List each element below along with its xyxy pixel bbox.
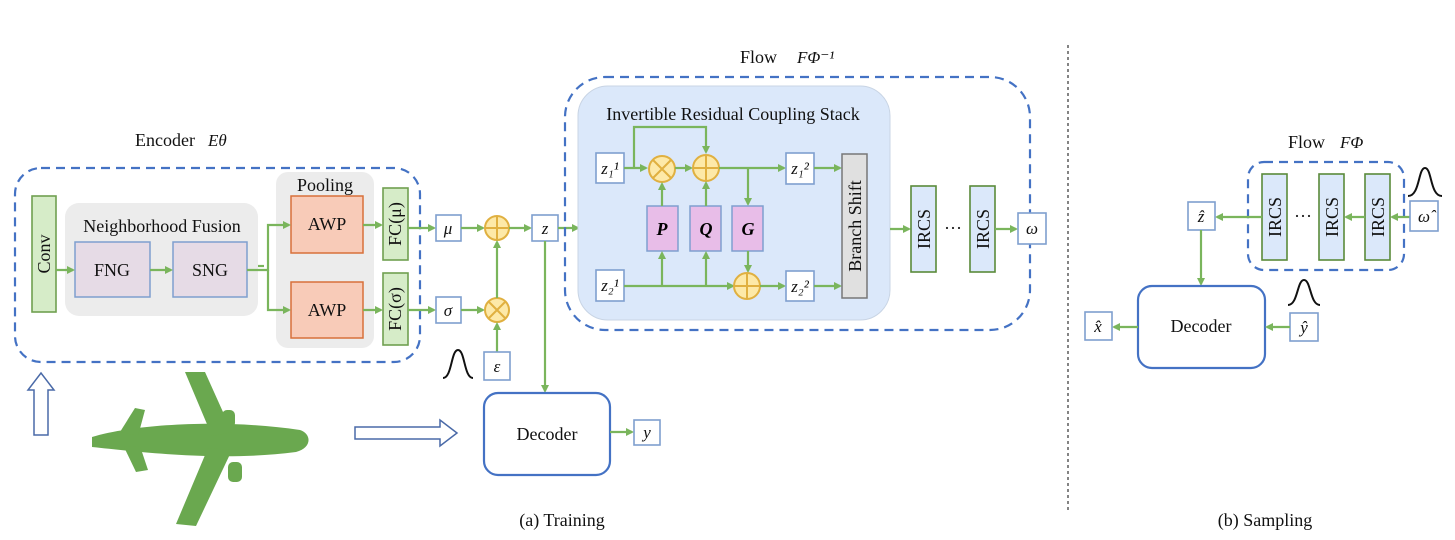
g-label: G xyxy=(742,219,755,239)
awp-bottom xyxy=(290,281,364,339)
omega-box xyxy=(1017,212,1047,245)
awp-bottom-label: AWP xyxy=(308,300,347,320)
y-hat-label: ŷ xyxy=(1298,318,1308,337)
sigma-box xyxy=(435,296,462,324)
z12-label: z₁² xyxy=(790,159,810,178)
ircs-label: IRCS xyxy=(914,209,934,249)
ircs-block xyxy=(1364,173,1391,261)
y-box xyxy=(633,419,661,446)
sng-block xyxy=(172,241,248,298)
z-hat-box xyxy=(1187,201,1216,231)
sampling-flow-symbol: FΦ xyxy=(1339,133,1363,152)
fusion-title: Neighborhood Fusion xyxy=(83,216,241,236)
q-label: Q xyxy=(700,219,713,239)
gaussian-icon xyxy=(442,348,474,379)
mu-box xyxy=(435,214,462,242)
pooling-title: Pooling xyxy=(297,175,353,195)
awp-top xyxy=(290,195,364,254)
sng-label: SNG xyxy=(192,260,228,280)
y-label: y xyxy=(641,423,651,442)
z21-box xyxy=(595,269,625,302)
branch-shift-block xyxy=(841,153,868,299)
right-arrow-icon xyxy=(354,418,459,448)
multiply-operator-icon xyxy=(648,155,676,183)
epsilon-box xyxy=(483,351,511,381)
fc-mu-label: FC(μ) xyxy=(385,202,406,246)
z-label: z xyxy=(541,219,549,238)
z22-label: z₂² xyxy=(790,277,810,296)
awp-top-label: AWP xyxy=(308,214,347,234)
flow-title: Flow xyxy=(740,47,777,67)
g-block xyxy=(731,205,764,252)
y-hat-box xyxy=(1289,312,1319,342)
branch-shift-label: Branch Shift xyxy=(845,180,865,272)
fng-label: FNG xyxy=(94,260,130,280)
omega-hat-box xyxy=(1409,200,1439,232)
multiply-operator-icon xyxy=(484,297,510,323)
mu-label: μ xyxy=(443,219,453,238)
ircs-label: IRCS xyxy=(973,209,993,249)
flow-box xyxy=(563,75,1032,332)
airplane-point-cloud-image xyxy=(92,372,309,526)
add-operator-icon xyxy=(692,154,720,182)
ircs-block xyxy=(910,185,937,273)
flow-symbol: FΦ⁻¹ xyxy=(796,48,834,67)
encoder-title: Encoder xyxy=(135,130,195,150)
sampling-flow-title: Flow xyxy=(1288,132,1325,152)
conv-block xyxy=(31,195,57,313)
sampling-decoder-label: Decoder xyxy=(1171,316,1232,336)
ircs-label: IRCS xyxy=(1368,197,1388,237)
up-arrow-icon xyxy=(26,371,56,436)
gaussian-icon xyxy=(1287,278,1321,306)
z21-label: z₂¹ xyxy=(600,276,619,295)
omega-label: ω xyxy=(1026,219,1038,238)
epsilon-label: ε xyxy=(494,357,501,376)
decoder-label: Decoder xyxy=(517,424,578,444)
encoder-box xyxy=(13,166,422,364)
p-block xyxy=(646,205,679,252)
p-label: P xyxy=(656,219,669,239)
ircs-stack-box xyxy=(577,85,891,321)
sigma-label: σ xyxy=(444,301,453,320)
ellipsis: ··· xyxy=(1294,206,1312,226)
caption-sampling: (b) Sampling xyxy=(1218,510,1313,531)
z-hat-label: ẑ xyxy=(1197,207,1205,226)
caption-training: (a) Training xyxy=(519,510,605,531)
encoder-symbol: Eθ xyxy=(207,131,227,150)
gaussian-icon xyxy=(1407,166,1443,197)
fc-mu-block xyxy=(382,187,409,261)
add-operator-icon xyxy=(733,272,761,300)
x-hat-label: x̂ xyxy=(1093,317,1102,336)
ircs-label: IRCS xyxy=(1265,197,1285,237)
x-hat-box xyxy=(1084,311,1113,341)
ircs-block xyxy=(969,185,996,273)
stack-title: Invertible Residual Coupling Stack xyxy=(606,104,859,124)
fc-sigma-label: FC(σ) xyxy=(385,287,406,331)
z-box xyxy=(531,214,559,242)
ircs-label: IRCS xyxy=(1322,197,1342,237)
decoder-block xyxy=(482,391,612,477)
q-block xyxy=(689,205,722,252)
conv-label: Conv xyxy=(34,234,54,273)
z22-box xyxy=(785,270,815,302)
add-operator-icon xyxy=(484,215,510,241)
ellipsis: ··· xyxy=(944,218,962,238)
z11-label: z₁¹ xyxy=(600,159,619,178)
